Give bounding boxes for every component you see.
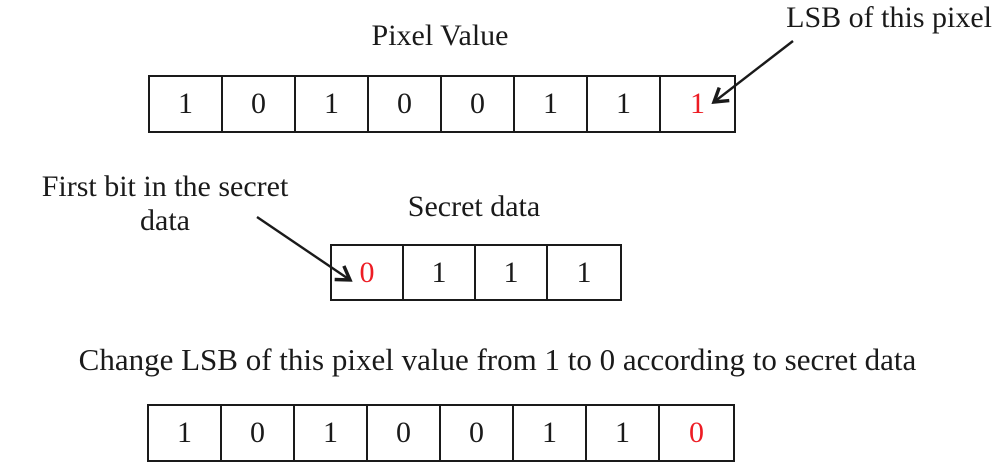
lsb-callout-label: LSB of this pixel (786, 1, 992, 34)
bit-cell: 1 (690, 87, 705, 120)
bit-cell: 1 (587, 406, 660, 460)
bit-cell: 1 (476, 246, 548, 299)
change-lsb-caption: Change LSB of this pixel value from 1 to… (78, 342, 917, 377)
bit-cell: 0 (222, 406, 295, 460)
bit-cell: 1 (576, 255, 592, 289)
bit-cell: 0 (442, 77, 515, 131)
bit-cell: 0 (368, 406, 441, 460)
bit-cell: 1 (514, 406, 587, 460)
bit-cell: 1 (404, 246, 476, 299)
bit-cell: 1 (149, 406, 222, 460)
bit-cell: 1 (150, 77, 223, 131)
bit-cell: 1 (588, 77, 661, 131)
bit-cell: 0 (689, 416, 704, 449)
pixel-value-title: Pixel Value (371, 19, 509, 52)
bit-cell: 0 (369, 77, 442, 131)
bit-cell: 1 (295, 406, 368, 460)
bit-cell: 0 (441, 406, 514, 460)
bit-cell: 0 (223, 77, 296, 131)
secret-data-title: Secret data (407, 190, 541, 223)
bit-cell: 1 (515, 77, 588, 131)
bit-cell: 1 (296, 77, 369, 131)
first-bit-callout-label: First bit in the secret data (41, 170, 289, 237)
bit-cell: 0 (332, 246, 404, 299)
